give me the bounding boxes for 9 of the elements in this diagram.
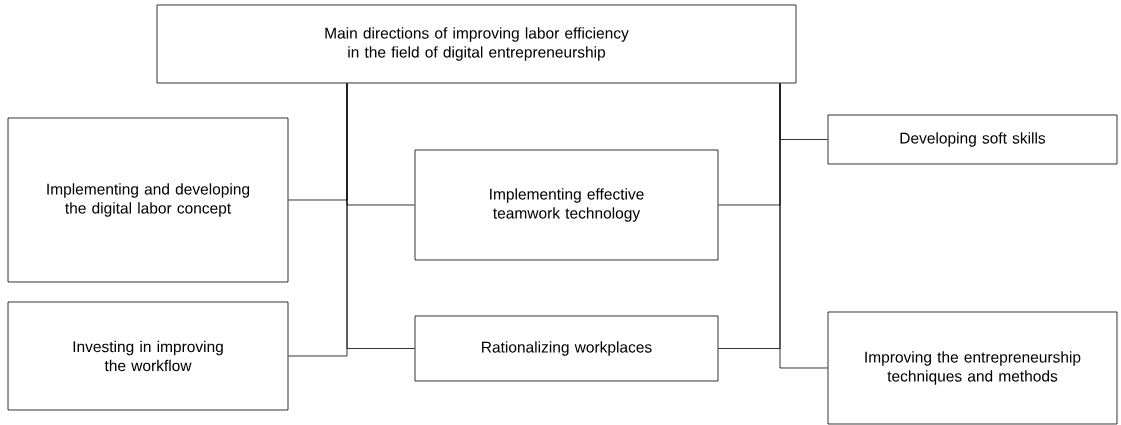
text-box: Improving the entrepreneurship techniques and methods: [827, 311, 1118, 425]
text-box: Implementing and developing the digital labor concept: [7, 117, 289, 283]
text-box: Developing soft skills: [827, 114, 1118, 165]
connector-line: [346, 83, 415, 349]
connector-line: [779, 83, 828, 369]
text-box: Rationalizing workplaces: [414, 315, 719, 382]
text-box: Investing in improving the workflow: [7, 301, 289, 411]
text-box: Implementing effective teamwork technology: [414, 149, 719, 261]
text-box: Main directions of improving labor efficiency in the field of digital entrepreneurship: [156, 4, 797, 84]
